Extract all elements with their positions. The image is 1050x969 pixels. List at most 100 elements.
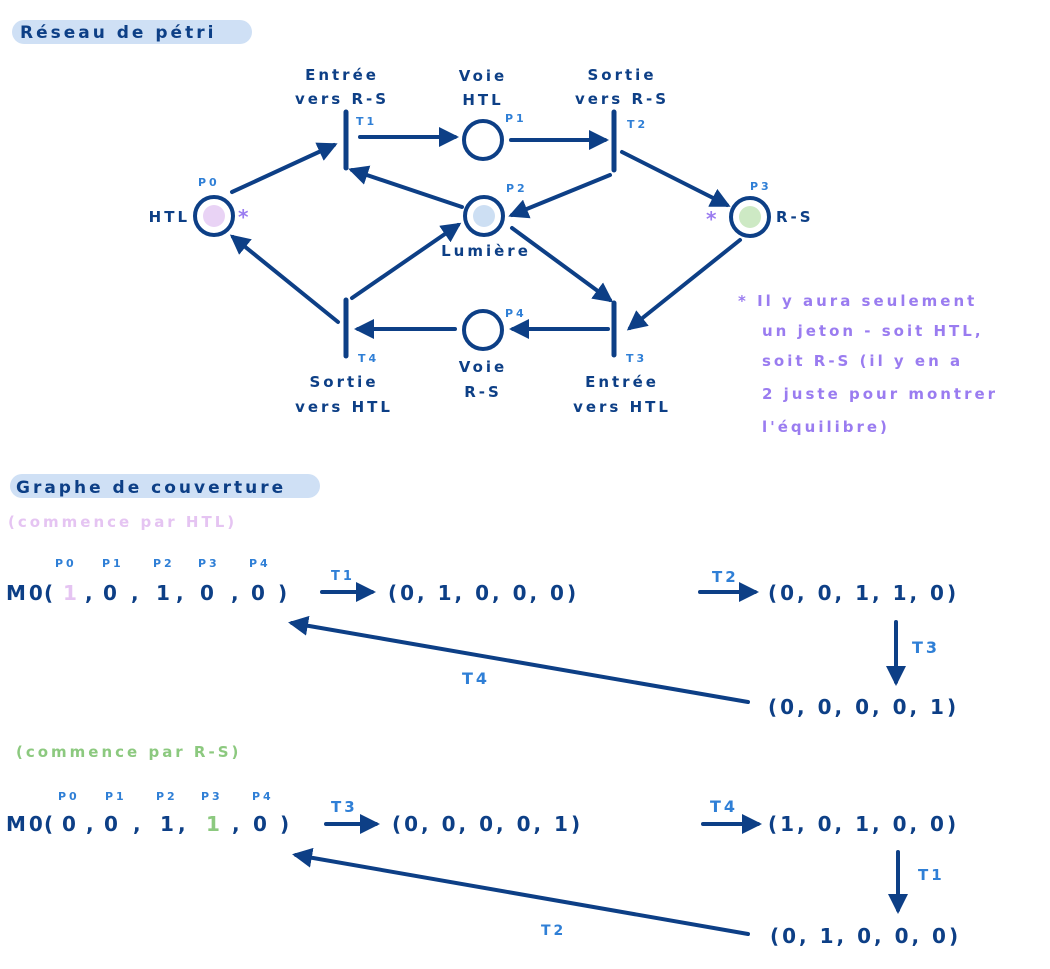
graph2-header-p4: P4 [252, 790, 274, 803]
arc-t4-p2 [350, 222, 462, 300]
graph2-header-p0: P0 [58, 790, 80, 803]
t4-label-line1: Sortie [310, 373, 379, 391]
petri-places [193, 119, 771, 351]
graph2-m0-open: ( [44, 812, 56, 836]
graph2-m0-v4: 0 [253, 812, 270, 836]
graph2-state3: (0, 1, 0, 0, 0) [770, 924, 961, 948]
t1-label-line2: vers R-S [295, 90, 389, 108]
graph1-header-p3: P3 [198, 557, 220, 570]
section2-title: Graphe de couverture [16, 478, 286, 498]
section1-title: Réseau de pétri [20, 23, 216, 43]
p4-label-line1: Voie [459, 358, 507, 376]
graph2-arrow-t2 [292, 847, 750, 936]
p3-label: R-S [776, 208, 814, 226]
section2-title-highlight [10, 474, 320, 498]
petri-arcs [229, 127, 742, 339]
graph1-m0-v4: 0 [251, 581, 268, 605]
star-p0: * [238, 205, 251, 229]
graph2-m0-sep1: , [133, 812, 144, 836]
graph1-m0-v3: 0 [200, 581, 217, 605]
p4-name: P4 [505, 307, 527, 320]
graph2-m0-sep2: , [178, 812, 189, 836]
graph2-label-t1: T1 [918, 866, 945, 884]
p2-label: Lumière [441, 242, 531, 260]
graph2-m0-v3: 1 [206, 812, 223, 836]
graph1-m0-sep2: , [176, 581, 187, 605]
place-p1 [462, 119, 504, 161]
graph1-m0-v2: 1 [156, 581, 173, 605]
section1-title-highlight [12, 20, 252, 44]
t3-label-line2: vers HTL [573, 398, 671, 416]
arc-p2-t1 [348, 165, 464, 209]
graph2-m0-v2: 1 [160, 812, 177, 836]
p1-name: P1 [505, 112, 527, 125]
graph1-state3: (0, 0, 0, 0, 1) [768, 695, 959, 719]
arc-t2-p2 [508, 173, 612, 219]
graph2-state1: (0, 0, 0, 0, 1) [392, 812, 583, 836]
t3-name: T3 [626, 352, 647, 365]
t1-label-line1: Entrée [305, 66, 379, 84]
graph1-m0-v1: 0 [103, 581, 120, 605]
graph1-header-p0: P0 [55, 557, 77, 570]
star-p3: * [706, 207, 719, 231]
arc-p3-t3 [626, 238, 742, 331]
graph2-header-p1: P1 [105, 790, 127, 803]
graph2-caption: (commence par R-S) [16, 743, 241, 761]
token-p3 [739, 206, 761, 228]
p1-label-line2: HTL [462, 91, 503, 109]
petri-transitions [343, 109, 617, 359]
graph1-label-t1: T1 [331, 569, 355, 584]
graph1-label-t2: T2 [712, 568, 739, 586]
t2-name: T2 [627, 118, 648, 131]
graph2-label-t2: T2 [541, 923, 566, 939]
p0-name: P0 [198, 176, 220, 189]
note-line2: un jeton - soit HTL, [762, 322, 984, 340]
graph1-state1: (0, 1, 0, 0, 0) [388, 581, 579, 605]
graph2-m0-prefix: M0 [6, 812, 46, 836]
graph2-header-p2: P2 [156, 790, 178, 803]
graph2-arrows [292, 814, 908, 936]
graph1-arrow-t4 [288, 615, 750, 704]
graph1-header-p4: P4 [249, 557, 271, 570]
t1-name: T1 [356, 115, 377, 128]
t3-label-line1: Entrée [585, 373, 659, 391]
graph1-m0-close: ) [278, 581, 290, 605]
graph1-m0-sep1: , [131, 581, 142, 605]
graph2-header-p3: P3 [201, 790, 223, 803]
graph2-m0-v0: 0 [62, 812, 79, 836]
arc-p0-t1 [230, 142, 338, 194]
arc-t2-p3 [620, 150, 731, 207]
graph2-m0-sep0: , [86, 812, 97, 836]
p4-label-line2: R-S [464, 383, 502, 401]
graph1-header-p2: P2 [153, 557, 175, 570]
graph1-label-t4: T4 [462, 669, 490, 688]
graph1-m0-sep3: , [231, 581, 242, 605]
graph1-label-t3: T3 [912, 638, 940, 657]
graph1-caption: (commence par HTL) [8, 513, 237, 531]
graph2-label-t3: T3 [331, 798, 358, 816]
graph1-m0-v0: 1 [63, 581, 80, 605]
graph1-m0-open: ( [44, 581, 56, 605]
graph1-m0-prefix: M0 [6, 581, 46, 605]
graph1-header-p1: P1 [102, 557, 124, 570]
note-line5: l'équilibre) [762, 418, 890, 436]
token-p0 [203, 205, 225, 227]
place-p4 [462, 309, 504, 351]
t2-label-line2: vers R-S [575, 90, 669, 108]
graph2-state2: (1, 0, 1, 0, 0) [768, 812, 959, 836]
note-line1: * Il y aura seulement [738, 292, 977, 310]
t4-label-line2: vers HTL [295, 398, 393, 416]
arc-t4-p0 [229, 234, 340, 324]
graph2-m0-v1: 0 [104, 812, 121, 836]
graph2-label-t4: T4 [710, 797, 738, 816]
t4-name: T4 [358, 352, 379, 365]
graph1-state2: (0, 0, 1, 1, 0) [768, 581, 959, 605]
graph2-m0-sep3: , [232, 812, 243, 836]
t2-label-line1: Sortie [588, 66, 657, 84]
graph2-m0-close: ) [280, 812, 292, 836]
p0-label: HTL [149, 208, 190, 226]
note-line4: 2 juste pour montrer [762, 385, 998, 403]
arc-p2-t3 [510, 226, 614, 303]
token-p2 [473, 205, 495, 227]
